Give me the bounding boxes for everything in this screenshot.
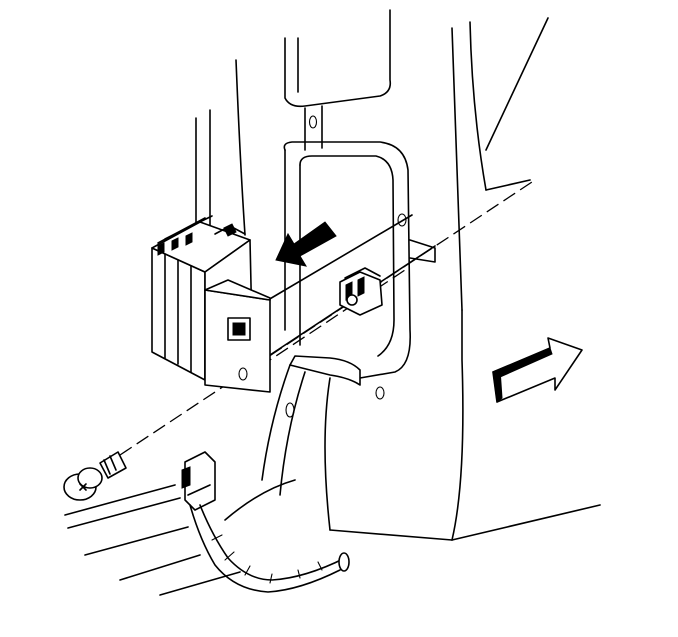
mounting-bracket [289, 239, 436, 386]
connector-on-bracket [339, 267, 383, 316]
pillar-panel [64, 9, 601, 596]
bolt [63, 451, 127, 501]
wire-connector [181, 451, 216, 511]
forward-direction-arrow [491, 337, 583, 403]
install-direction-arrow [275, 221, 337, 267]
wiring-harness [189, 504, 350, 593]
mounting-plate [204, 279, 271, 393]
